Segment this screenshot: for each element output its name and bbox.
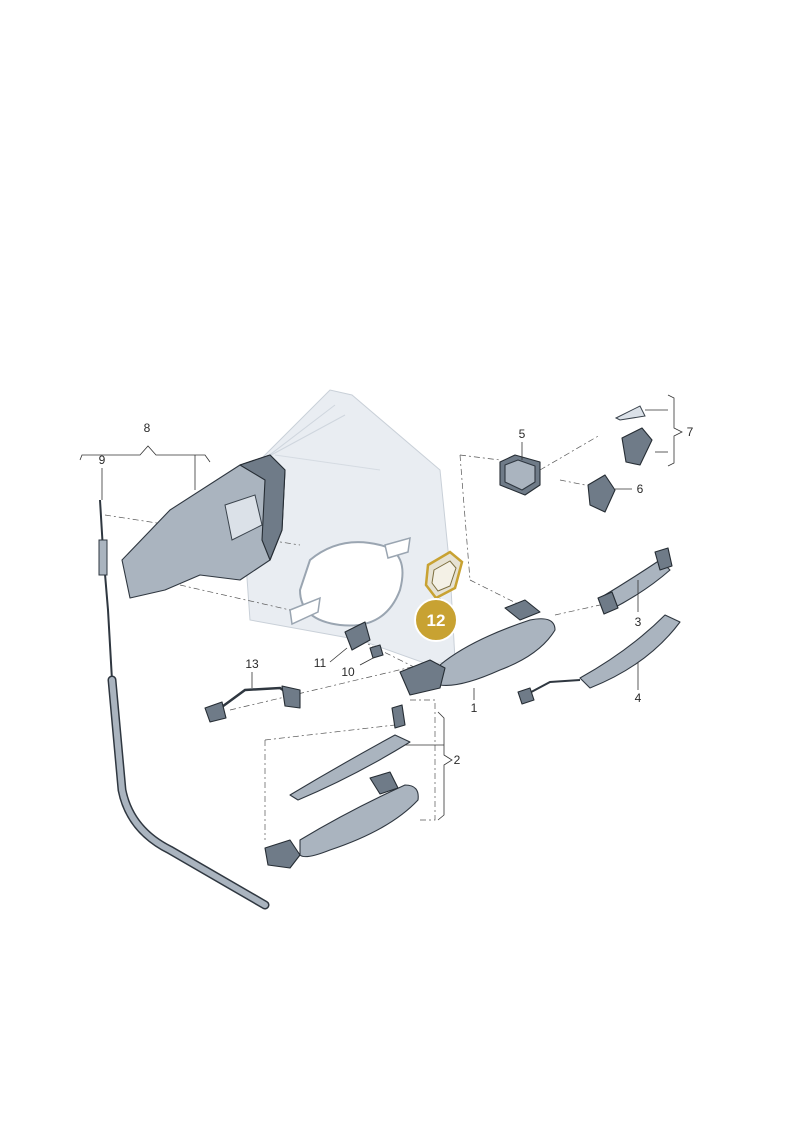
- part-2-handle-assembly: [264, 704, 419, 869]
- part-12-gasket: [424, 550, 464, 600]
- part-3-handle-base: [597, 547, 673, 615]
- label-7: 7: [687, 425, 694, 439]
- part-6-cap: [587, 474, 616, 513]
- label-9: 9: [99, 453, 106, 467]
- leader-lines: [79, 394, 683, 821]
- part-labels: 8 9 5 7 6 3 4 1 11 10 13 2: [99, 421, 694, 767]
- part-1-handle: [399, 599, 556, 696]
- label-6: 6: [637, 482, 644, 496]
- label-5: 5: [519, 427, 526, 441]
- part-10-screw: [369, 644, 384, 659]
- door-panel: [239, 389, 456, 666]
- label-8: 8: [144, 421, 151, 435]
- callout-12: 12: [414, 598, 458, 642]
- part-5-housing: [499, 454, 541, 496]
- part-13-harness: [204, 685, 301, 723]
- part-8-lock-carrier: [121, 454, 286, 599]
- part-11-cover: [344, 621, 371, 651]
- label-2: 2: [454, 753, 461, 767]
- part-9-cable: [98, 499, 270, 910]
- label-11: 11: [314, 656, 327, 670]
- label-10: 10: [341, 665, 355, 679]
- part-7-caps: [614, 405, 653, 466]
- label-3: 3: [635, 615, 642, 629]
- part-4-sensor-handle: [517, 614, 681, 705]
- callout-12-label: 12: [427, 611, 446, 630]
- label-4: 4: [635, 691, 642, 705]
- label-1: 1: [471, 701, 478, 715]
- label-13: 13: [245, 657, 259, 671]
